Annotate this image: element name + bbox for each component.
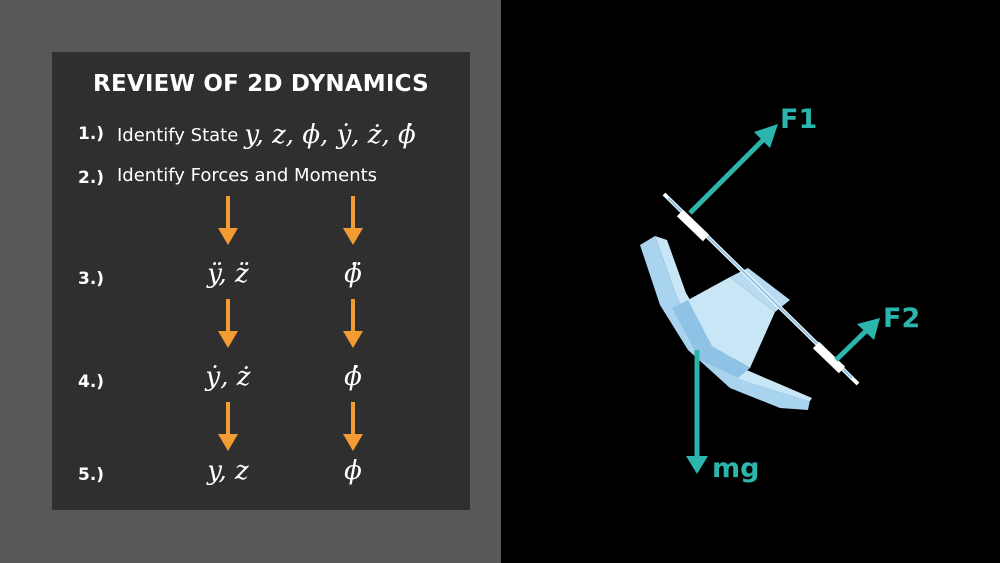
down-arrow-icon bbox=[343, 196, 363, 245]
f1-arrowhead-icon bbox=[754, 124, 778, 148]
down-arrow-icon bbox=[343, 402, 363, 451]
drone-diagram bbox=[640, 124, 880, 474]
step-1-text: Identify State bbox=[117, 125, 239, 146]
step-4-number: 4.) bbox=[78, 372, 105, 392]
step-2-number: 2.) bbox=[78, 168, 105, 188]
f2-arrowhead-icon bbox=[857, 318, 880, 340]
down-arrow-icon bbox=[343, 299, 363, 348]
step-1-number: 1.) bbox=[78, 124, 105, 144]
left-panel: REVIEW OF 2D DYNAMICS 1.) Identify State… bbox=[0, 0, 501, 563]
state-variables-math: y, z, ϕ, ẏ, ż, ϕ̇ bbox=[244, 120, 416, 150]
down-arrow-icon bbox=[218, 299, 238, 348]
right-panel: F1 F2 mg bbox=[501, 0, 1000, 563]
step-2-text: Identify Forces and Moments bbox=[117, 165, 378, 186]
right-rotor bbox=[812, 341, 846, 374]
step-3-number: 3.) bbox=[78, 269, 105, 289]
gravity-label: mg bbox=[712, 453, 760, 484]
down-arrow-icon bbox=[218, 402, 238, 451]
f1-arrow bbox=[688, 135, 768, 215]
review-card: REVIEW OF 2D DYNAMICS 1.) Identify State… bbox=[52, 52, 470, 510]
review-title: REVIEW OF 2D DYNAMICS bbox=[93, 71, 429, 97]
drone-frame bbox=[640, 236, 810, 410]
position-math: y, z bbox=[207, 456, 249, 486]
left-rotor bbox=[676, 209, 710, 242]
f1-label: F1 bbox=[780, 104, 818, 135]
linear-velocity-math: ẏ, ż bbox=[205, 362, 251, 392]
angle-math: ϕ bbox=[344, 456, 362, 486]
down-arrow-icon bbox=[218, 196, 238, 245]
step-5-number: 5.) bbox=[78, 465, 105, 485]
gravity-arrowhead-icon bbox=[686, 456, 708, 474]
linear-acceleration-math: ÿ, z̈ bbox=[207, 259, 249, 289]
angular-velocity-math: ϕ̇ bbox=[344, 362, 362, 392]
drone-body-side bbox=[672, 300, 750, 378]
f2-arrow bbox=[834, 327, 870, 362]
f2-label: F2 bbox=[883, 303, 921, 334]
angular-acceleration-math: ϕ̈ bbox=[344, 259, 362, 289]
drone-body bbox=[688, 277, 775, 368]
